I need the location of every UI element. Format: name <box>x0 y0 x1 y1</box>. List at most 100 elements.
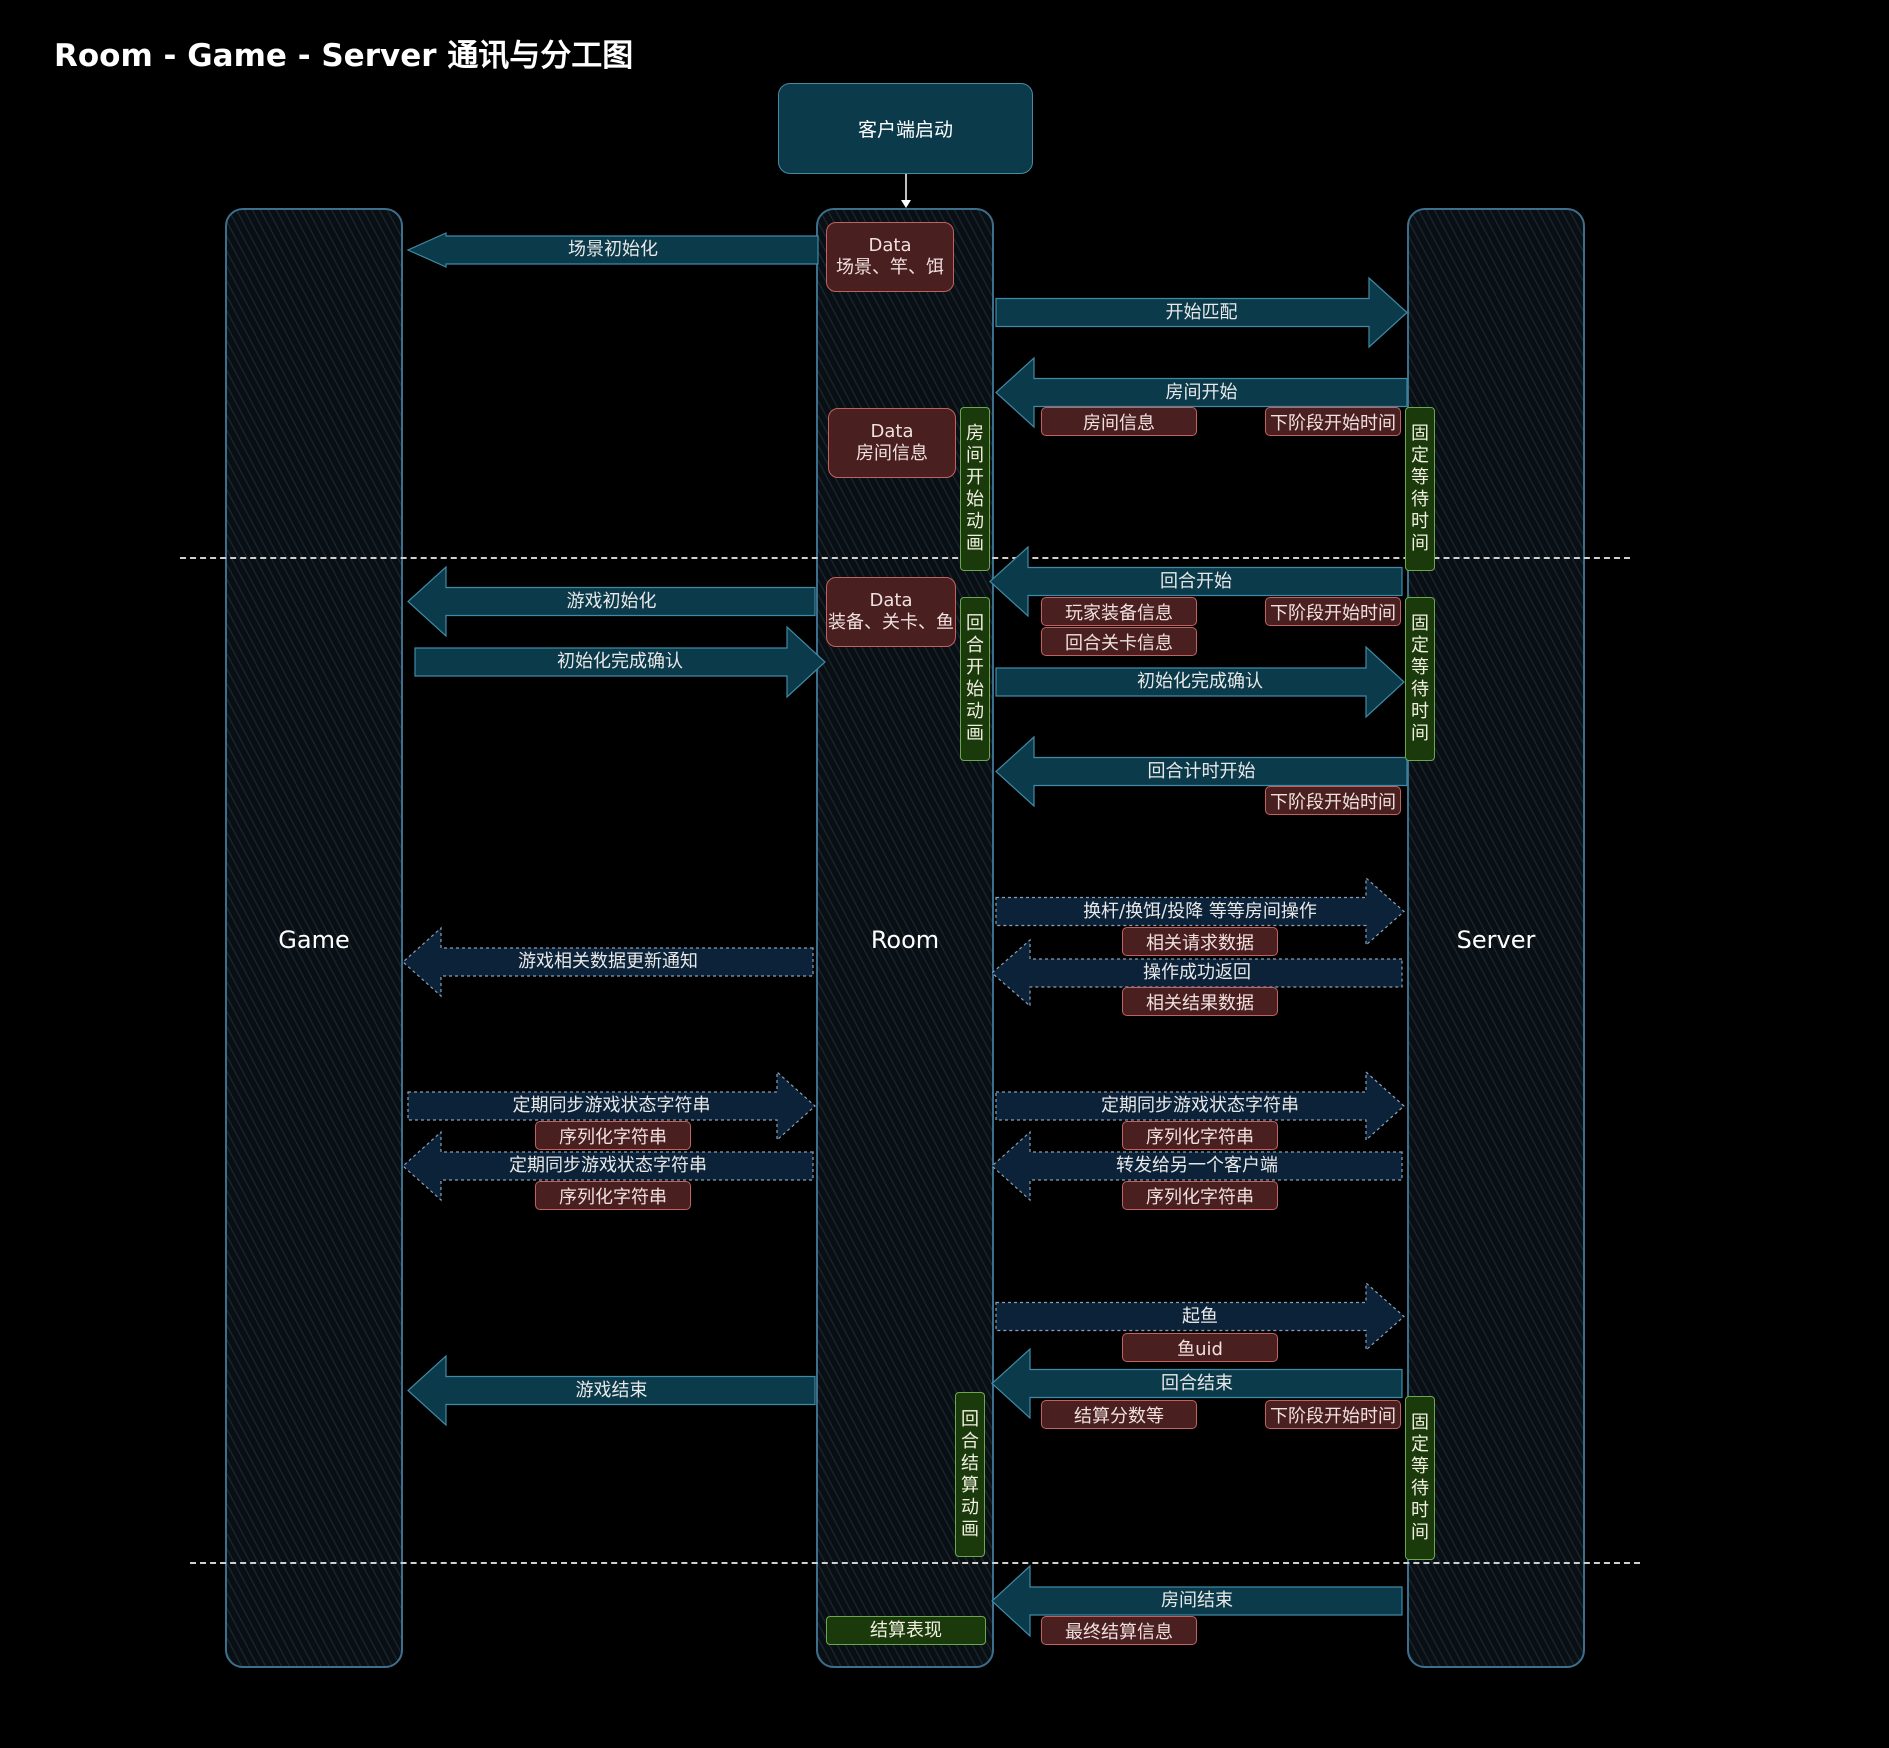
arrow-label: 游戏相关数据更新通知 <box>518 951 698 972</box>
tag-serialized-string: 序列化字符串 <box>1122 1121 1278 1150</box>
vertical-char: 待 <box>1411 1478 1429 1499</box>
vertical-char: 算 <box>961 1474 979 1496</box>
game-lane: Game <box>225 208 403 1668</box>
arrow-fish-up: 起鱼 <box>995 1281 1405 1352</box>
vertical-char: 回 <box>966 613 984 634</box>
vertical-char: 等 <box>1411 1456 1429 1477</box>
vertical-char: 间 <box>1411 723 1429 744</box>
arrow-shape <box>995 735 1408 808</box>
arrow-body <box>995 876 1405 947</box>
arrow-body <box>995 735 1408 808</box>
arrow-forward-client: 转发给另一个客户端 <box>991 1130 1403 1202</box>
arrow-shape <box>995 276 1408 349</box>
arrow-shape <box>989 545 1403 618</box>
vertical-char: 间 <box>966 445 984 466</box>
arrow-label: 定期同步游戏状态字符串 <box>1101 1095 1299 1116</box>
arrow-body <box>407 1070 816 1142</box>
arrow-body <box>991 1347 1403 1420</box>
data-box-title: Data <box>868 235 912 256</box>
vertical-char: 合 <box>961 1430 979 1452</box>
arrow-label: 初始化完成确认 <box>557 651 683 672</box>
vertical-char: 合 <box>966 635 984 656</box>
arrow-op-success: 操作成功返回 <box>991 938 1403 1008</box>
vertical-char: 始 <box>966 679 984 700</box>
arrow-shape <box>991 1564 1403 1638</box>
vertical-char: 结 <box>961 1452 979 1474</box>
vertical-char: 时 <box>1411 1500 1429 1521</box>
tag-result-data: 相关结果数据 <box>1122 987 1278 1016</box>
vertical-char: 始 <box>966 489 984 510</box>
arrow-body <box>402 926 814 998</box>
tag-next-phase-time: 下阶段开始时间 <box>1265 786 1401 815</box>
vertical-char: 定 <box>1411 445 1429 466</box>
vertical-char: 间 <box>1411 1522 1429 1543</box>
arrow-label: 房间结束 <box>1161 1590 1233 1611</box>
vertical-char: 画 <box>966 533 984 554</box>
vertical-char: 回 <box>961 1408 979 1430</box>
vertical-char: 开 <box>966 657 984 678</box>
arrow-body <box>402 1130 814 1202</box>
arrow-shape <box>991 1130 1403 1202</box>
vertical-char: 画 <box>961 1518 979 1540</box>
arrow-sync-to-game: 定期同步游戏状态字符串 <box>402 1130 814 1202</box>
tag-next-phase-time: 下阶段开始时间 <box>1265 597 1401 626</box>
tag-request-data: 相关请求数据 <box>1122 927 1278 956</box>
vertical-char: 定 <box>1411 635 1429 656</box>
arrow-shape <box>402 926 814 998</box>
tag-serialized-string: 序列化字符串 <box>535 1181 691 1210</box>
vertical-char: 间 <box>1411 533 1429 554</box>
vertical-char: 待 <box>1411 489 1429 510</box>
vertical-char: 时 <box>1411 701 1429 722</box>
arrow-game-end: 游戏结束 <box>407 1354 816 1427</box>
arrow-round-timer: 回合计时开始 <box>995 735 1408 808</box>
arrow-body <box>995 356 1408 429</box>
arrow-label: 初始化完成确认 <box>1137 671 1263 692</box>
room-start-animation: 房 间 开 始 动 画 <box>960 407 990 571</box>
arrow-shape <box>995 876 1405 947</box>
arrow-body <box>995 1070 1405 1142</box>
vertical-char: 动 <box>961 1496 979 1518</box>
arrow-body <box>989 545 1403 618</box>
arrow-start-match: 开始匹配 <box>995 276 1408 349</box>
arrow-init-done-game: 初始化完成确认 <box>414 625 826 699</box>
arrow-body <box>995 1281 1405 1352</box>
arrow-game-data-notify: 游戏相关数据更新通知 <box>402 926 814 998</box>
server-lane: Server <box>1407 208 1585 1668</box>
data-box-equip: Data 装备、关卡、鱼 <box>826 577 956 647</box>
arrow-init-done-server: 初始化完成确认 <box>995 645 1405 719</box>
vertical-char: 房 <box>966 423 984 444</box>
tag-serialized-string: 序列化字符串 <box>535 1121 691 1150</box>
tag-room-info: 房间信息 <box>1041 407 1197 436</box>
fixed-wait-time: 固 定 等 待 时 间 <box>1405 1396 1435 1560</box>
phase-divider <box>180 557 1630 559</box>
arrow-shape <box>402 1130 814 1202</box>
arrow-body <box>991 1130 1403 1202</box>
arrow-shape <box>995 1281 1405 1352</box>
arrow-shape <box>995 356 1408 429</box>
vertical-char: 待 <box>1411 679 1429 700</box>
data-box-title: Data <box>869 590 913 611</box>
arrow-room-end: 房间结束 <box>991 1564 1403 1638</box>
fixed-wait-time: 固 定 等 待 时 间 <box>1405 597 1435 761</box>
settlement-display: 结算表现 <box>826 1616 986 1645</box>
tag-serialized-string: 序列化字符串 <box>1122 1181 1278 1210</box>
arrow-shape <box>414 625 826 699</box>
arrow-label: 转发给另一个客户端 <box>1116 1155 1278 1176</box>
vertical-char: 时 <box>1411 511 1429 532</box>
client-start-node: 客户端启动 <box>778 83 1033 174</box>
arrow-body <box>995 645 1405 719</box>
arrow-shape <box>407 1354 816 1427</box>
arrow-shape <box>407 565 816 638</box>
arrow-room-start: 房间开始 <box>995 356 1408 429</box>
arrow-label: 开始匹配 <box>1165 301 1238 323</box>
tag-next-phase-time: 下阶段开始时间 <box>1265 407 1401 436</box>
arrow-shape <box>995 1070 1405 1142</box>
arrow-shape <box>995 645 1405 719</box>
vertical-char: 动 <box>966 511 984 532</box>
round-start-animation: 回 合 开 始 动 画 <box>960 597 990 761</box>
arrow-label: 定期同步游戏状态字符串 <box>512 1095 711 1116</box>
tag-score: 结算分数等 <box>1041 1400 1197 1429</box>
data-box-room-info: Data 房间信息 <box>828 408 956 478</box>
vertical-char: 动 <box>966 701 984 722</box>
